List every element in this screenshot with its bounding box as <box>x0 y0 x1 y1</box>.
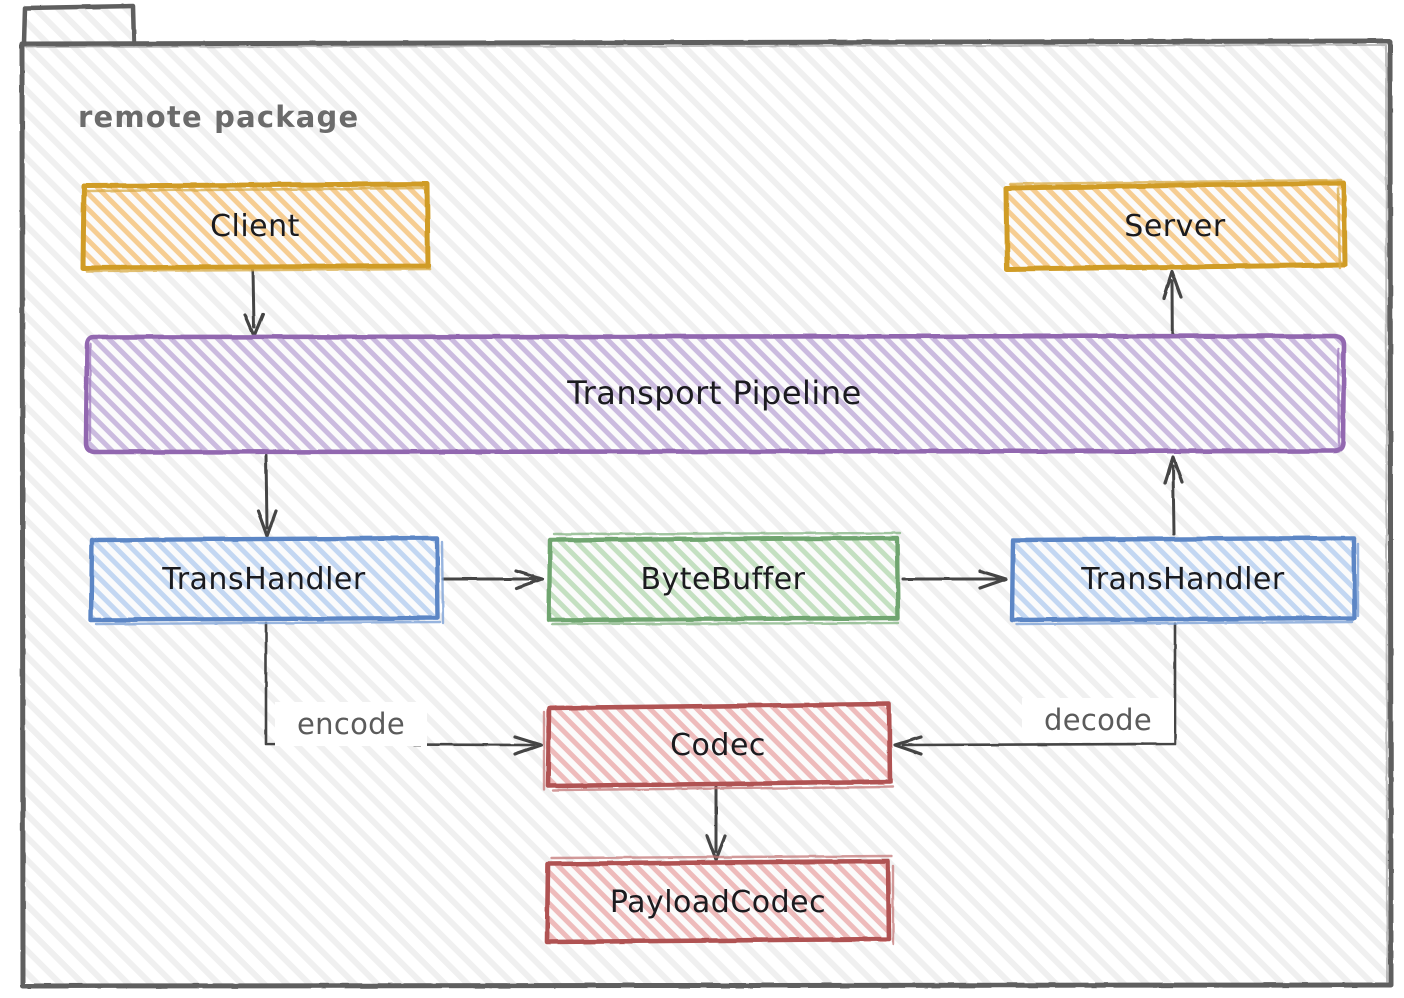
edge-transhandler-left-to-bytebuffer <box>441 569 544 590</box>
edge-transhandler-right-to-pipeline <box>1163 455 1184 536</box>
edge-pipeline-to-transhandler-left <box>256 453 278 538</box>
package-frame <box>19 3 1394 989</box>
node-pipeline-shape[interactable] <box>83 333 1347 455</box>
edge-codec-to-payloadcodec <box>705 785 727 862</box>
node-bytebuffer-shape[interactable] <box>546 531 902 626</box>
edge-bytebuffer-to-transhandler-right <box>901 569 1008 590</box>
nodes-group <box>80 178 1360 946</box>
node-server-shape[interactable] <box>1003 178 1348 272</box>
edge-label-encode: encode <box>275 702 427 746</box>
node-codec-shape[interactable] <box>542 701 895 792</box>
package-title: remote package <box>78 100 360 134</box>
edge-transhandler-left-to-codec <box>264 621 543 756</box>
edge-label-decode: decode <box>1022 698 1174 742</box>
node-transhandler-left-shape[interactable] <box>88 535 445 626</box>
node-payloadcodec-shape[interactable] <box>544 854 895 946</box>
node-client-shape[interactable] <box>80 181 432 273</box>
node-transhandler-right-shape[interactable] <box>1009 535 1360 626</box>
edge-transhandler-right-to-codec <box>893 621 1177 756</box>
